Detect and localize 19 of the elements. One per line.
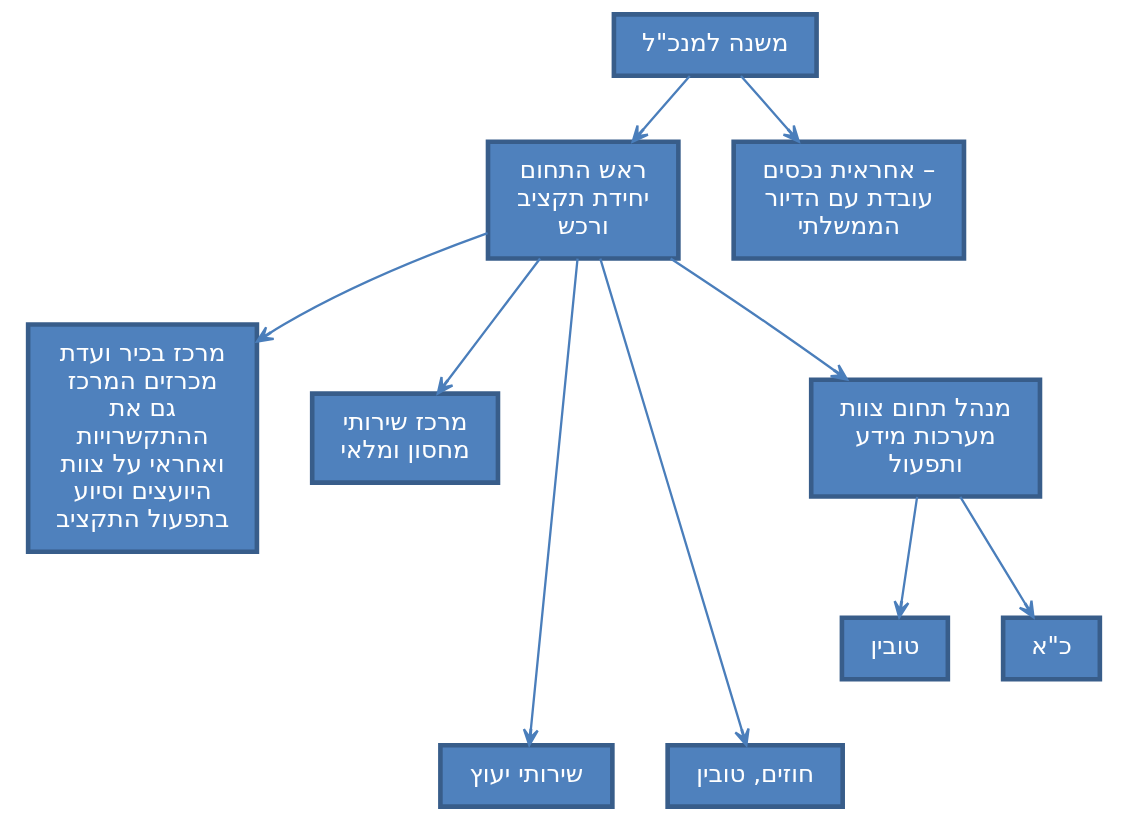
node-box: ראש התחום יחידת תקציב ורכש [485,139,681,261]
arrow [740,75,800,143]
arrow [893,496,919,619]
node-box: אחראית נכסים – עובדת עם הדיור הממשלתי [731,139,967,261]
node-box: מנהל תחום צוות מערכות מידע ותפעול [808,377,1043,499]
arrow [255,232,488,343]
arrow [522,258,579,747]
node-box: משנה למנכ"ל [611,12,819,79]
node-box: מרכז בכיר ועדת מכרזים המרכז גם את ההתקשרויות ואחראי על צוות היועצים וסיוע בתפעול התקציב [25,322,260,555]
arrow [631,75,691,143]
node-box: טובין [839,615,951,682]
node-box: חוזים, טובין [665,742,845,809]
arrow [599,258,750,747]
node-box: מרכז שירותי מחסון ומלאי [309,391,501,485]
node-box: שירותי יעוץ [438,742,615,809]
arrow [959,496,1035,619]
node-box: כ"א [1000,615,1103,682]
arrow [436,257,541,395]
arrow [669,257,849,381]
